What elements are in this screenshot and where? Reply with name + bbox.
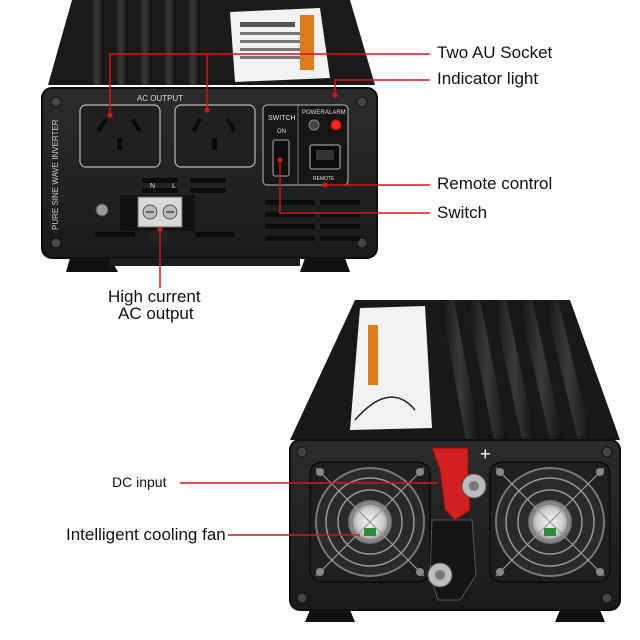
on-label: ON (277, 129, 286, 135)
dc-positive-terminal (431, 447, 487, 521)
screw-icon (50, 237, 62, 249)
callout-lines (109, 53, 438, 536)
callout-cooling-fan: Intelligent cooling fan (66, 525, 226, 544)
switch-label: SWITCH (268, 115, 296, 122)
au-socket-left (79, 104, 161, 168)
alarm-label: ALARM (325, 110, 346, 116)
screw-icon (601, 592, 613, 604)
callout-switch: Switch (437, 203, 488, 222)
callout-two-au-socket: Two AU Socket (437, 43, 553, 62)
screw-icon (296, 446, 308, 458)
top-spec-label (230, 8, 330, 82)
top-heatsink-fins (90, 0, 200, 85)
au-socket-right (174, 104, 256, 168)
callout-high-current-line2: AC output (118, 304, 194, 323)
ac-output-terminal (120, 195, 195, 241)
ground-screw-icon (95, 203, 109, 217)
cooling-fan-left (309, 461, 431, 583)
callout-remote-control: Remote control (437, 174, 553, 193)
dc-negative-terminal (427, 519, 477, 601)
alarm-indicator-icon (330, 119, 342, 131)
screw-icon (50, 96, 62, 108)
cooling-fan-right (489, 461, 611, 583)
plus-sign: + (480, 444, 491, 464)
power-label: POWER (302, 110, 325, 116)
screw-icon (601, 446, 613, 458)
callout-indicator-light: Indicator light (437, 69, 539, 88)
power-indicator-icon (308, 119, 320, 131)
callout-dc-input: DC input (112, 474, 167, 490)
remote-label: REMOTE (313, 176, 335, 182)
side-text: PURE SINE WAVE INVERTER (51, 119, 60, 230)
callout-high-current-line1: High current (108, 287, 201, 306)
l-label: L (172, 183, 176, 190)
screw-icon (296, 592, 308, 604)
screw-icon (356, 96, 368, 108)
bottom-inverter: + (289, 300, 621, 622)
callout-dots (107, 92, 338, 233)
top-inverter: PURE SINE WAVE INVERTER AC OUTPUT (41, 0, 378, 272)
bottom-spec-label (350, 306, 432, 430)
bottom-heatsink-fins (440, 300, 592, 440)
n-label: N (150, 183, 155, 190)
ac-output-label: AC OUTPUT (137, 94, 183, 103)
screw-icon (356, 237, 368, 249)
